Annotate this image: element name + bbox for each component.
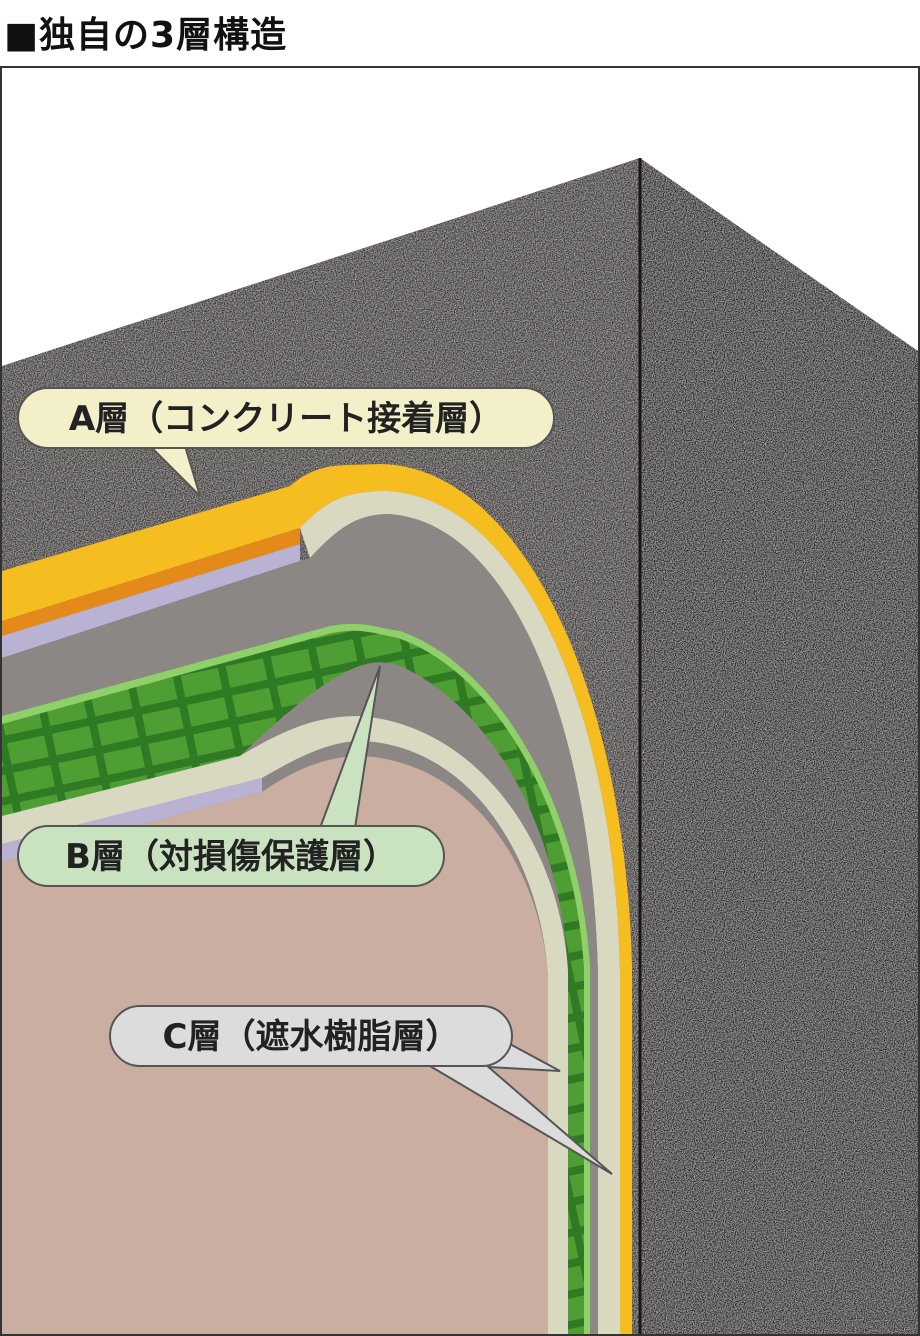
heading: ■独自の3層構造 (0, 0, 920, 64)
page-title: ■独自の3層構造 (0, 6, 287, 58)
callout-c: C層（遮水樹脂層） (109, 1005, 613, 1175)
callout-b-bubble (17, 825, 445, 887)
callout-b: B層（対損傷保護層） (17, 665, 445, 887)
callout-a-bubble (17, 387, 555, 449)
title-text: 独自の3層構造 (39, 15, 288, 56)
callout-c-bubble (109, 1005, 513, 1067)
layer-structure-diagram: A層（コンクリート接着層） B層（対損傷保護層） C層（遮水樹脂層） (0, 66, 920, 1336)
layer-a-membrane (2, 544, 300, 658)
layer-a-underside (2, 528, 300, 636)
callout-a: A層（コンクリート接着層） (17, 387, 555, 497)
title-marker: ■ (4, 15, 40, 56)
concrete-side-face (640, 158, 918, 1334)
diagram-frame: A層（コンクリート接着層） B層（対損傷保護層） C層（遮水樹脂層） (0, 66, 920, 1336)
layer-b-label: B層（対損傷保護層） (65, 837, 397, 877)
layer-a-label: A層（コンクリート接着層） (69, 399, 503, 439)
layer-c-label: C層（遮水樹脂層） (163, 1017, 460, 1057)
